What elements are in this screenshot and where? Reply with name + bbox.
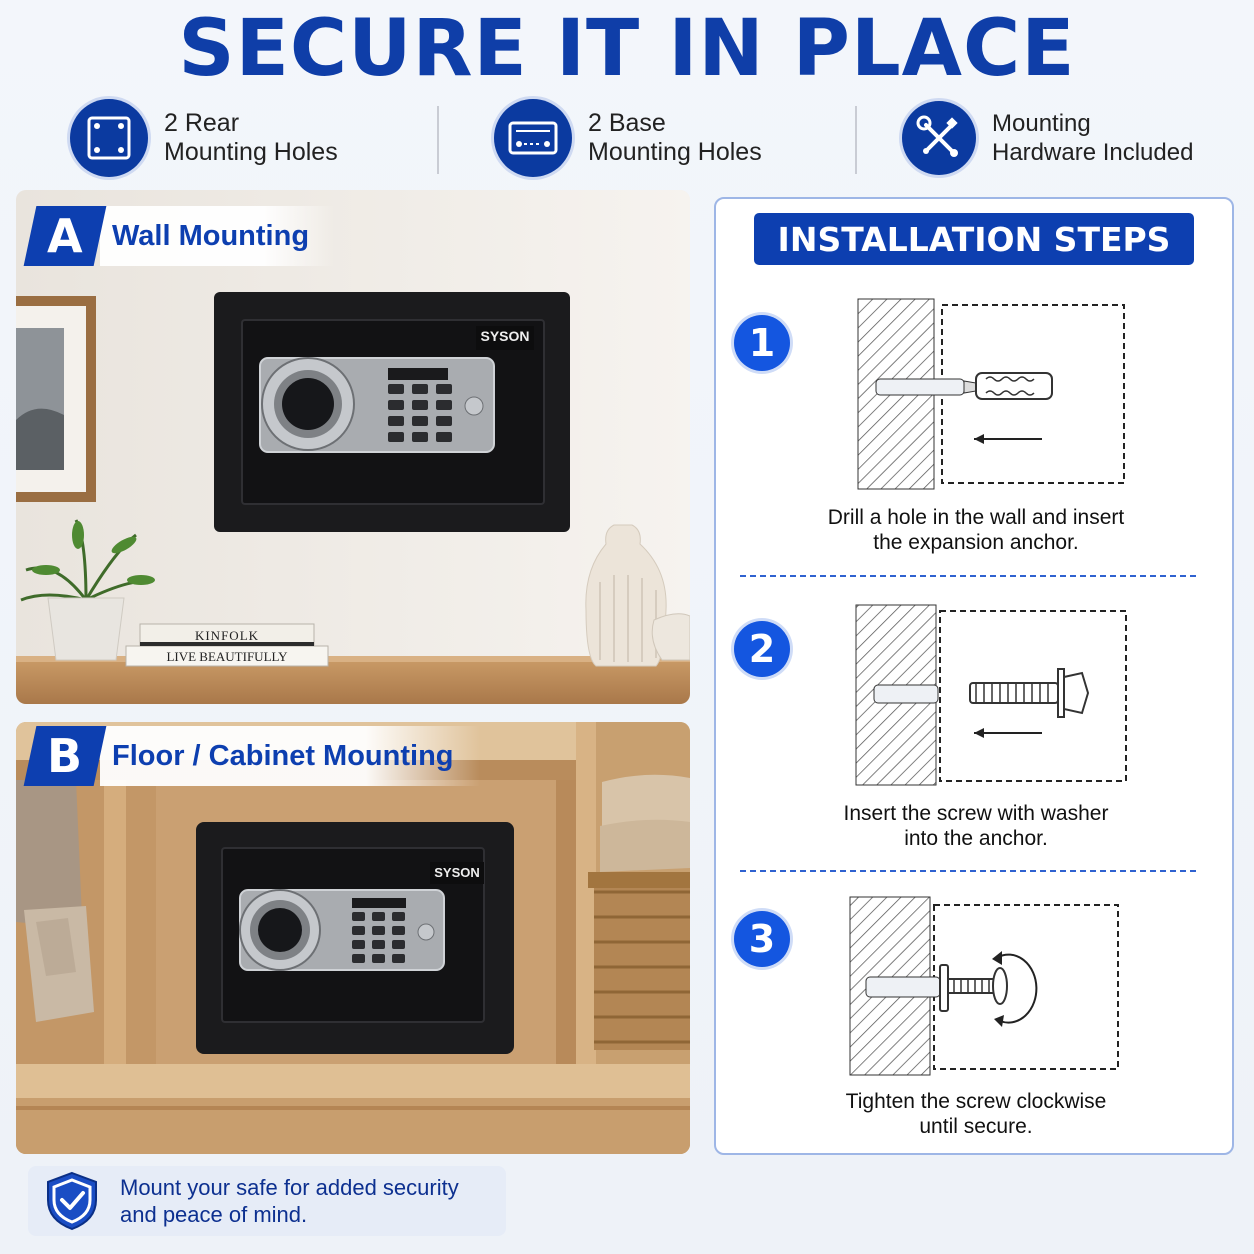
tag-letter-a: A — [23, 206, 107, 266]
tag-letter-b: B — [23, 726, 107, 786]
cabinet-scene — [16, 722, 690, 1154]
safe-brand-label: SYSON — [480, 328, 530, 344]
note-line1: Mount your safe for added security — [120, 1175, 459, 1200]
feature-line2: Mounting Holes — [164, 138, 338, 166]
steps-title: INSTALLATION STEPS — [754, 213, 1194, 265]
feature-line1: 2 Base — [588, 109, 666, 137]
divider — [437, 106, 439, 174]
book-title-bottom: LIVE BEAUTIFULLY — [166, 649, 288, 664]
feature-line2: Hardware Included — [992, 139, 1194, 166]
note-line2: and peace of mind. — [120, 1202, 308, 1227]
wall-mounting-tag: A Wall Mounting — [23, 206, 336, 266]
insert-screw-icon — [855, 604, 1127, 786]
feature-line1: Mounting — [992, 110, 1091, 137]
floor-mounting-label: Floor / Cabinet Mounting — [100, 726, 480, 786]
tighten-screw-icon — [849, 896, 1119, 1076]
floor-mounting-tag: B Floor / Cabinet Mounting — [23, 726, 480, 786]
step-1-number: 1 — [734, 315, 790, 371]
shield-check-icon — [47, 1171, 97, 1231]
wall-scene — [16, 190, 690, 704]
floor-mounting-panel: SYSON B Floor / Cabinet Mounting — [16, 722, 690, 1154]
divider — [855, 106, 857, 174]
safe-brand-label: SYSON — [434, 865, 480, 880]
wall-mounting-panel: SYSON KINFOLK LIVE BEAUTIFULLY A Wall Mo… — [16, 190, 690, 704]
book-title-top: KINFOLK — [194, 628, 260, 643]
step-divider — [740, 870, 1196, 872]
step-2-number: 2 — [734, 621, 790, 677]
page-title: SECURE IT IN PLACE — [178, 4, 1076, 94]
rear-plate-icon — [70, 99, 148, 177]
drill-anchor-icon — [857, 298, 1125, 490]
feature-line2: Mounting Holes — [588, 138, 762, 166]
base-plate-icon — [494, 99, 572, 177]
step-3-number: 3 — [734, 911, 790, 967]
wrench-screwdriver-icon — [902, 101, 976, 175]
feature-line1: 2 Rear — [164, 109, 240, 137]
step-divider — [740, 575, 1196, 577]
installation-steps-panel: INSTALLATION STEPS 1 Drill a hole in the… — [714, 197, 1234, 1155]
wall-mounting-label: Wall Mounting — [100, 206, 336, 266]
